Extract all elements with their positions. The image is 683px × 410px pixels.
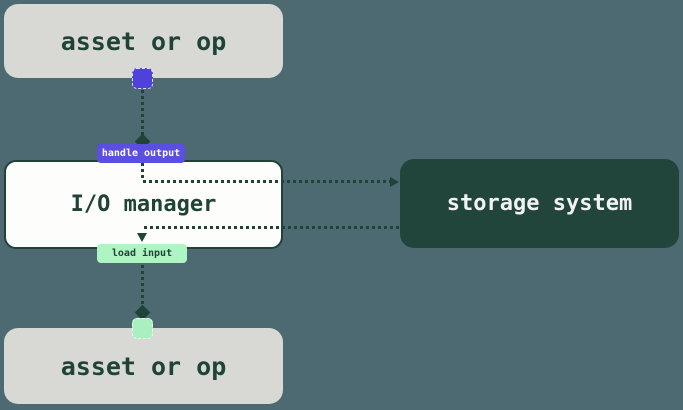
- node-asset-bottom: asset or op: [4, 328, 283, 404]
- output-port-square: [132, 68, 153, 89]
- edge-io-to-storage-arrowhead: [390, 177, 399, 187]
- node-asset-bottom-label: asset or op: [60, 351, 227, 381]
- edge-io-to-storage-vertical-line: [141, 163, 144, 180]
- edge-io-to-asset-line: [141, 265, 144, 307]
- edge-asset-to-io-line: [141, 90, 144, 135]
- node-io-manager-label: I/O manager: [70, 192, 217, 217]
- node-storage-system-label: storage system: [446, 191, 633, 216]
- handle-output-label: handle output: [101, 148, 181, 159]
- node-storage-system: storage system: [400, 159, 679, 248]
- edge-storage-to-io-line: [144, 226, 400, 229]
- node-asset-top-label: asset or op: [60, 26, 227, 56]
- load-input-label: load input: [111, 248, 173, 259]
- handle-output-badge: handle output: [97, 144, 185, 163]
- edge-io-to-storage-line: [143, 180, 391, 183]
- node-asset-top: asset or op: [4, 4, 283, 78]
- edge-storage-to-io-arrowhead: [137, 233, 147, 242]
- input-port-square: [132, 318, 153, 339]
- load-input-badge: load input: [97, 244, 187, 263]
